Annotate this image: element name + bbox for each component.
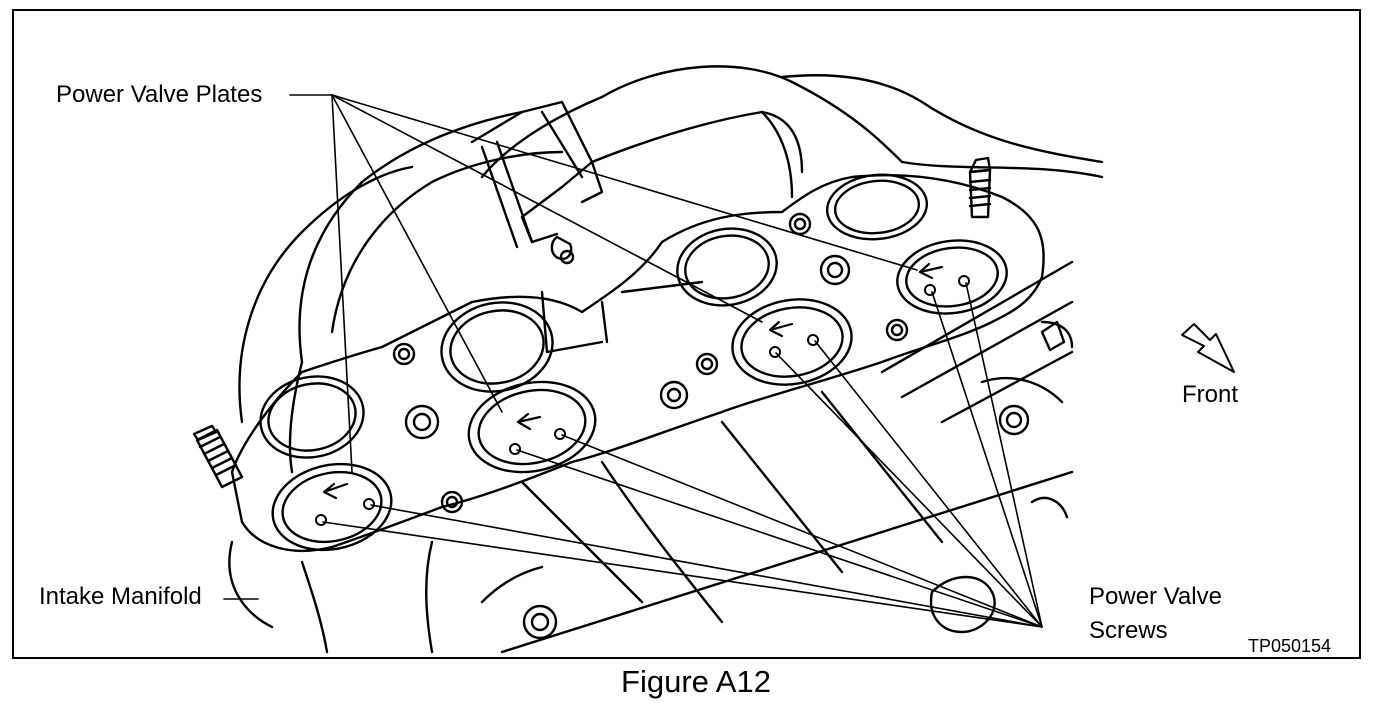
figure-frame: Power Valve Plates Front Intake Manifold… [12,9,1361,659]
power-valve-plates-label: Power Valve Plates [56,81,263,108]
manifold-flange [230,173,1045,553]
intake-ports [259,173,1008,552]
bolt-holes [392,212,909,514]
figure-code: TP050154 [1248,636,1332,656]
valve-screws [315,275,970,526]
hose-connector [470,100,604,261]
intake-manifold-label: Intake Manifold [39,583,202,610]
intake-manifold-drawing [192,65,1235,654]
leader-lines [223,94,1043,628]
power-valve-screws-label-line1: Power Valve [1089,583,1222,610]
studs [192,156,992,489]
front-arrow-icon [1181,323,1235,373]
background-engine-outline [238,65,1104,474]
flow-arrows [322,262,944,500]
manifold-runners [228,260,1074,654]
front-label: Front [1182,381,1239,408]
figure-caption: Figure A12 [621,664,771,699]
power-valve-screws-label-line2: Screws [1089,617,1168,644]
